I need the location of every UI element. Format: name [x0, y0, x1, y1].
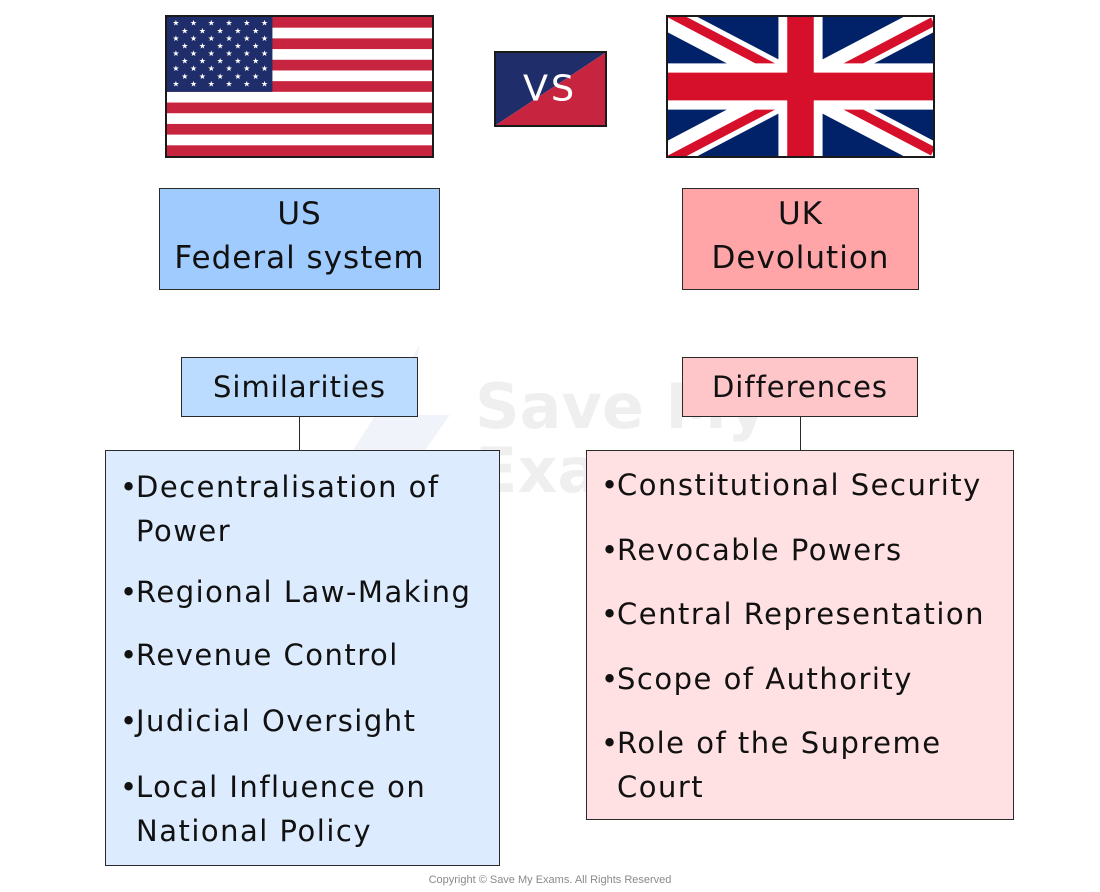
svg-text:★: ★ [181, 42, 188, 51]
svg-text:★: ★ [190, 34, 197, 43]
list-item-text: National Policy [136, 814, 372, 848]
svg-text:★: ★ [243, 79, 250, 88]
list-item: • Decentralisation of Power [120, 470, 440, 548]
list-item: • Scope of Authority [601, 662, 913, 696]
svg-text:★: ★ [261, 64, 268, 73]
list-item-text: Local Influence on [136, 770, 427, 804]
svg-text:★: ★ [172, 64, 179, 73]
svg-text:★: ★ [199, 42, 206, 51]
uk-title: UK [777, 196, 824, 232]
list-item-text: Power [136, 514, 232, 548]
differences-list: • Constitutional Security • Revocable Po… [586, 450, 1014, 820]
svg-text:★: ★ [208, 64, 215, 73]
svg-text:★: ★ [252, 42, 259, 51]
svg-text:★: ★ [252, 57, 259, 66]
svg-text:★: ★ [172, 49, 179, 58]
similarities-heading: Similarities [181, 357, 418, 417]
svg-text:★: ★ [217, 42, 224, 51]
us-title: US [277, 196, 322, 232]
svg-text:★: ★ [208, 34, 215, 43]
list-item-text: Central Representation [617, 597, 986, 631]
list-item-text: Judicial Oversight [136, 704, 417, 738]
svg-text:★: ★ [252, 26, 259, 35]
svg-text:★: ★ [226, 79, 233, 88]
list-item: • Central Representation [601, 597, 986, 631]
svg-text:★: ★ [226, 19, 233, 28]
list-item-text: Scope of Authority [617, 662, 913, 696]
list-item: • Constitutional Security [601, 468, 982, 502]
svg-text:★: ★ [217, 72, 224, 81]
vs-label: VS [523, 67, 577, 110]
svg-text:★: ★ [234, 26, 241, 35]
list-item-text: Revenue Control [136, 638, 399, 672]
svg-text:★: ★ [199, 26, 206, 35]
similarities-list: • Decentralisation of Power • Regional L… [105, 450, 500, 866]
svg-text:★: ★ [217, 26, 224, 35]
list-item: • Regional Law-Making [120, 575, 472, 609]
list-item-text: Revocable Powers [617, 533, 903, 567]
list-item-text: Constitutional Security [617, 468, 982, 502]
copyright-text: Copyright © Save My Exams. All Rights Re… [428, 874, 672, 886]
differences-heading: Differences [682, 357, 918, 417]
svg-text:★: ★ [199, 72, 206, 81]
svg-text:★: ★ [199, 57, 206, 66]
svg-text:★: ★ [181, 26, 188, 35]
svg-text:★: ★ [190, 49, 197, 58]
svg-text:★: ★ [172, 79, 179, 88]
svg-text:★: ★ [208, 19, 215, 28]
svg-text:★: ★ [261, 34, 268, 43]
svg-text:★: ★ [261, 19, 268, 28]
uk-subtitle: Devolution [711, 240, 890, 276]
differences-connector [800, 417, 801, 451]
svg-text:★: ★ [234, 57, 241, 66]
uk-devolution-box: UK Devolution [682, 188, 919, 290]
svg-text:★: ★ [243, 34, 250, 43]
svg-text:★: ★ [252, 72, 259, 81]
list-item: • Role of the Supreme Court [601, 726, 942, 804]
svg-text:★: ★ [217, 57, 224, 66]
list-item-text: Court [617, 770, 705, 804]
svg-text:★: ★ [181, 72, 188, 81]
uk-flag-image [666, 15, 935, 158]
svg-text:★: ★ [208, 79, 215, 88]
svg-text:★: ★ [261, 79, 268, 88]
list-item: • Judicial Oversight [120, 704, 417, 738]
svg-text:★: ★ [226, 49, 233, 58]
svg-text:★: ★ [234, 42, 241, 51]
svg-text:★: ★ [190, 79, 197, 88]
list-item-text: Role of the Supreme [617, 726, 942, 760]
list-item: • Revenue Control [120, 638, 399, 672]
svg-text:★: ★ [190, 64, 197, 73]
vs-badge: VS [494, 51, 607, 127]
us-flag-image: ★★★★★★★★★★★★★★★★★★★★★★★★★★★★★★★★★★★★★★★★… [165, 15, 434, 158]
svg-text:★: ★ [226, 64, 233, 73]
svg-text:★: ★ [226, 34, 233, 43]
list-item-text: Decentralisation of [136, 470, 440, 504]
svg-text:★: ★ [190, 19, 197, 28]
similarities-connector [299, 417, 300, 451]
svg-text:★: ★ [243, 64, 250, 73]
svg-text:★: ★ [208, 49, 215, 58]
svg-text:★: ★ [172, 19, 179, 28]
svg-text:★: ★ [181, 57, 188, 66]
list-item: • Local Influence on National Policy [120, 770, 427, 848]
us-subtitle: Federal system [174, 240, 425, 276]
us-federal-system-box: US Federal system [159, 188, 440, 290]
svg-text:★: ★ [234, 72, 241, 81]
svg-text:★: ★ [261, 49, 268, 58]
svg-text:★: ★ [243, 19, 250, 28]
list-item: • Revocable Powers [601, 533, 903, 567]
svg-text:★: ★ [243, 49, 250, 58]
list-item-text: Regional Law-Making [136, 575, 472, 609]
svg-text:★: ★ [172, 34, 179, 43]
